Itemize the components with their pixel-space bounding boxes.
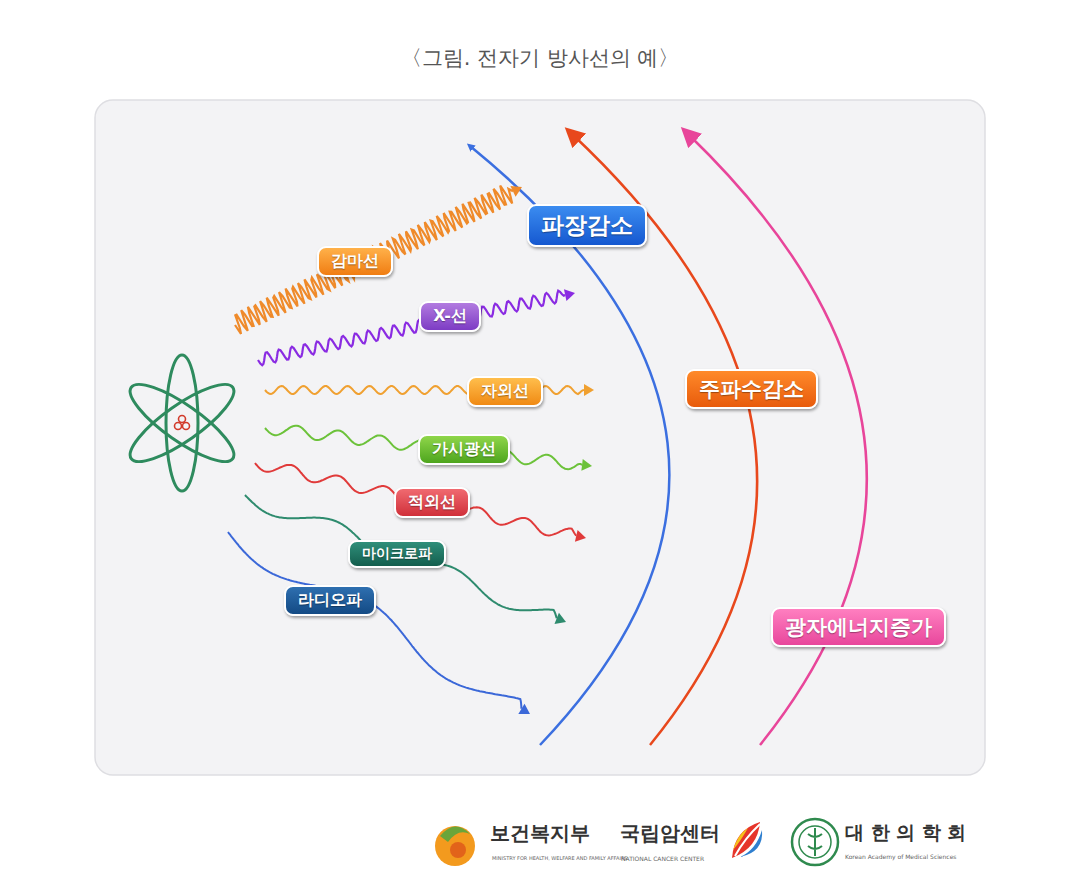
logo-text: MINISTRY FOR HEALTH, WELFARE AND FAMILY …: [492, 855, 628, 861]
wave-arrowhead: [575, 530, 586, 542]
panel: [95, 100, 985, 775]
mohw-logo: [435, 826, 475, 866]
energy-arc: [688, 134, 867, 745]
wave-arrowhead: [510, 186, 522, 197]
radiation-label: 자외선: [467, 376, 543, 407]
radiation-label: X-선: [419, 301, 481, 332]
trend-label: 주파수감소: [685, 369, 818, 409]
logo-text: 대 한 의 학 회: [845, 820, 966, 846]
logo-text: NATIONAL CANCER CENTER: [621, 855, 704, 862]
wave-arrowhead: [584, 384, 594, 396]
radiation-label: 라디오파: [284, 585, 376, 616]
wave-arrowhead: [564, 289, 575, 301]
trend-label: 파장감소: [527, 204, 647, 247]
logo-text: 국립암센터: [620, 820, 720, 847]
label-text: X-선: [433, 306, 467, 327]
xray-wave: [258, 291, 565, 365]
wave-arrowhead: [581, 459, 592, 471]
ncc-logo: [732, 822, 762, 858]
gamma-wave: [235, 186, 513, 335]
kams-logo: [792, 819, 838, 865]
label-text: 파장감소: [541, 210, 633, 241]
logo-text: 보건복지부: [490, 820, 590, 847]
label-text: 가시광선: [432, 439, 496, 460]
label-text: 주파수감소: [699, 375, 804, 403]
radiation-label: 마이크로파: [348, 540, 446, 568]
trend-label: 광자에너지증가: [771, 607, 946, 647]
radiation-label: 적외선: [394, 487, 470, 518]
wave-arrowhead: [554, 613, 566, 624]
label-text: 감마선: [331, 251, 379, 272]
label-text: 자외선: [481, 381, 529, 402]
label-text: 라디오파: [298, 590, 362, 611]
title: 〈그림. 전자기 방사선의 예〉: [401, 44, 680, 72]
label-text: 적외선: [408, 492, 456, 513]
atom-symbol: [121, 355, 243, 491]
label-text: 마이크로파: [362, 545, 432, 563]
radiation-label: 감마선: [317, 246, 393, 277]
label-text: 광자에너지증가: [785, 613, 932, 641]
ir-wave: [255, 463, 576, 536]
radiation-label: 가시광선: [418, 434, 510, 465]
logo-text: Korean Academy of Medical Sciences: [845, 853, 956, 860]
radio-wave: [228, 532, 521, 709]
wave-arrowhead: [518, 704, 530, 714]
visible-wave: [265, 426, 582, 470]
